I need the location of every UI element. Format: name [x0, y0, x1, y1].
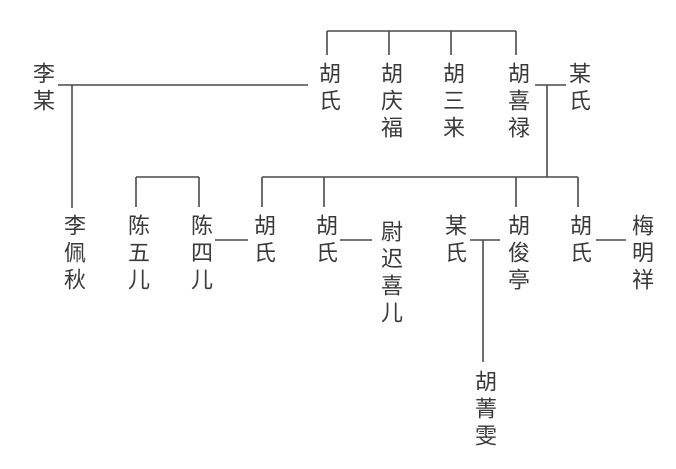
person-hu-shi: 胡氏: [315, 62, 340, 116]
person-mou-shi: 某氏: [441, 214, 466, 268]
person-li-mou: 李某: [29, 62, 54, 116]
person-hu-jingwen: 胡菁雯: [471, 370, 496, 451]
person-hu-xilu: 胡喜禄: [504, 62, 529, 143]
person-hu-qingfu: 胡庆福: [377, 62, 402, 143]
person-chen-wuer: 陈五儿: [124, 214, 149, 295]
person-hu-sanlai: 胡三来: [439, 62, 464, 143]
person-hu-junting: 胡俊亭: [504, 214, 529, 295]
person-hu-shi: 胡氏: [312, 214, 337, 268]
person-li-peiqiu: 李佩秋: [60, 214, 85, 295]
person-mou-shi: 某氏: [565, 62, 590, 116]
person-chen-sier: 陈四儿: [187, 214, 212, 295]
person-hu-shi: 胡氏: [250, 214, 275, 268]
person-mei-mingxiang: 梅明祥: [628, 214, 653, 295]
person-yuchi-xier: 尉迟喜儿: [377, 220, 402, 328]
person-hu-shi: 胡氏: [566, 214, 591, 268]
